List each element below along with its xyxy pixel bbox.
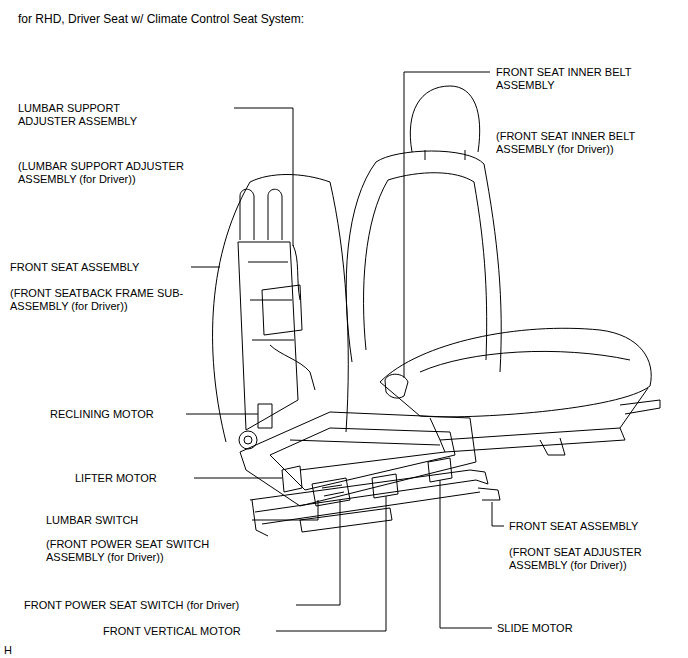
callout-label: FRONT POWER SEAT SWITCH (for Driver) (24, 599, 239, 612)
callout-label: FRONT SEAT ASSEMBLY (509, 520, 638, 533)
leader-lines (186, 72, 504, 631)
callout-note: (FRONT SEAT INNER BELT ASSEMBLY (for Dri… (496, 130, 661, 156)
complete-seat (346, 86, 660, 455)
callout-label: FRONT SEAT INNER BELT ASSEMBLY (496, 66, 656, 92)
callout-label: FRONT SEAT ASSEMBLY (10, 261, 139, 274)
callout-note: (FRONT SEATBACK FRAME SUB-ASSEMBLY (for … (10, 287, 200, 313)
callout-note: (LUMBAR SUPPORT ADJUSTER ASSEMBLY (for D… (18, 160, 218, 186)
seat-frame (213, 175, 500, 537)
callout-label: SLIDE MOTOR (497, 622, 573, 635)
callout-label: LUMBAR SUPPORT ADJUSTER ASSEMBLY (18, 102, 153, 128)
callout-note: (FRONT SEAT ADJUSTER ASSEMBLY (for Drive… (509, 546, 669, 572)
callout-label: RECLINING MOTOR (50, 408, 154, 421)
callout-label: LIFTER MOTOR (75, 472, 157, 485)
callout-note: (FRONT POWER SEAT SWITCH ASSEMBLY (for D… (46, 538, 246, 564)
figure-title: for RHD, Driver Seat w/ Climate Control … (18, 12, 304, 26)
callout-label: LUMBAR SWITCH (46, 514, 138, 527)
callout-label: FRONT VERTICAL MOTOR (103, 625, 241, 638)
figure-code: H (4, 644, 12, 657)
